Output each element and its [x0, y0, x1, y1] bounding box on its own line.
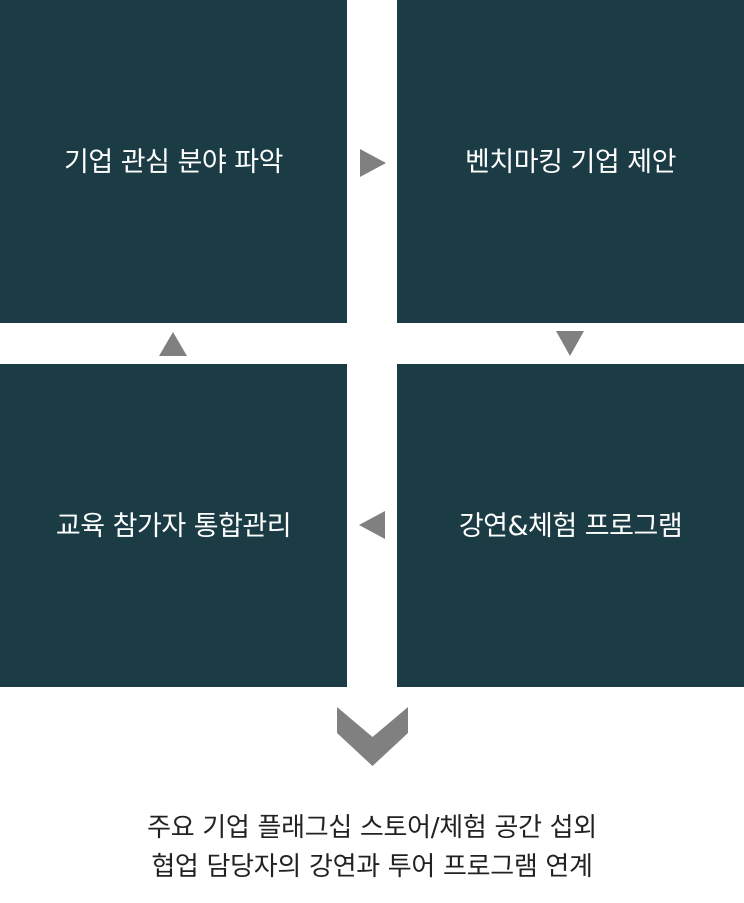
step-box-benchmarking: 벤치마킹 기업 제안 — [397, 0, 744, 323]
step-label: 기업 관심 분야 파악 — [64, 147, 283, 178]
triangle-down-icon — [556, 331, 584, 356]
step-label: 교육 참가자 통합관리 — [55, 511, 292, 542]
triangle-up-icon — [159, 332, 187, 356]
step-label: 벤치마킹 기업 제안 — [465, 147, 676, 178]
step-label: 강연&체험 프로그램 — [458, 511, 683, 542]
chevron-down-icon — [337, 707, 408, 766]
step-box-lecture-program: 강연&체험 프로그램 — [397, 364, 744, 687]
caption-line-1: 주요 기업 플래그십 스토어/체험 공간 섭외 — [147, 813, 597, 843]
triangle-right-icon — [360, 149, 386, 177]
triangle-left-icon — [359, 511, 385, 539]
step-box-interest-analysis: 기업 관심 분야 파악 — [0, 0, 347, 323]
step-box-participant-management: 교육 참가자 통합관리 — [0, 364, 347, 687]
caption-line-2: 협업 담당자의 강연과 투어 프로그램 연계 — [151, 852, 593, 882]
